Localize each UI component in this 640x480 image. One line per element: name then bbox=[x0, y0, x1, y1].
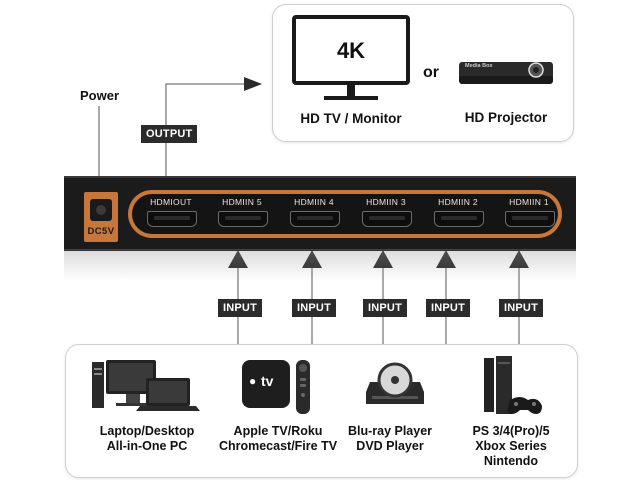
apple-tv-logo-text: tv bbox=[261, 373, 274, 389]
apple-tv-remote-icon bbox=[242, 360, 310, 414]
port-label: HDMIIN 2 bbox=[438, 197, 478, 207]
hdmi-port-out[interactable]: HDMIOUT bbox=[140, 194, 202, 234]
source-line: Laptop/Desktop bbox=[99, 424, 195, 438]
source-console-label: PS 3/4(Pro)/5 Xbox Series Nintendo bbox=[456, 424, 566, 469]
hdmi-socket-icon bbox=[147, 211, 197, 227]
source-laptop-label: Laptop/Desktop All-in-One PC bbox=[72, 424, 222, 454]
power-label: Power bbox=[80, 88, 120, 103]
input-tag-3: INPUT bbox=[363, 299, 407, 317]
laptop-desktop-icon bbox=[92, 360, 200, 411]
port-label: HDMIIN 3 bbox=[366, 197, 406, 207]
projector-brand-text: Media Box bbox=[465, 63, 493, 69]
hdmi-switch-device: DC5V HDMIOUT HDMIIN 5 HDMIIN 4 HDMIIN 3 … bbox=[64, 176, 576, 251]
game-console-icon bbox=[484, 356, 542, 414]
source-line: DVD Player bbox=[356, 439, 424, 453]
port-label: HDMIIN 1 bbox=[509, 197, 549, 207]
hdmi-port-in-1[interactable]: HDMIIN 1 bbox=[498, 194, 560, 234]
hdmi-socket-icon bbox=[218, 211, 268, 227]
dc-jack-socket-icon bbox=[90, 199, 112, 221]
port-label: HDMIIN 4 bbox=[294, 197, 334, 207]
device-reflection bbox=[64, 249, 576, 281]
source-line: PS 3/4(Pro)/5 bbox=[472, 424, 550, 438]
hdmi-socket-icon bbox=[434, 211, 484, 227]
input-tag-5: INPUT bbox=[218, 299, 262, 317]
bluray-player-icon bbox=[366, 362, 424, 404]
hdmi-port-in-2[interactable]: HDMIIN 2 bbox=[427, 194, 489, 234]
source-line: Chromecast/Fire TV bbox=[218, 439, 338, 453]
input-tag-2: INPUT bbox=[426, 299, 470, 317]
output-tag: OUTPUT bbox=[141, 125, 198, 143]
tv-screen-4k-text: 4K bbox=[336, 38, 366, 63]
hdmi-socket-icon bbox=[505, 211, 555, 227]
port-label: HDMIIN 5 bbox=[222, 197, 262, 207]
hdmi-port-in-3[interactable]: HDMIIN 3 bbox=[355, 194, 417, 234]
dc5v-label: DC5V bbox=[87, 226, 115, 237]
source-line: Apple TV/Roku bbox=[233, 424, 323, 438]
port-label: HDMIOUT bbox=[150, 197, 192, 207]
input-tag-4: INPUT bbox=[292, 299, 336, 317]
hdmi-socket-icon bbox=[290, 211, 340, 227]
source-line: All-in-One PC bbox=[106, 439, 188, 453]
projector-label: HD Projector bbox=[464, 110, 548, 125]
or-text: or bbox=[423, 64, 439, 81]
hdmi-port-in-4[interactable]: HDMIIN 4 bbox=[283, 194, 345, 234]
hdmi-socket-icon bbox=[362, 211, 412, 227]
source-line: Blu-ray Player bbox=[347, 424, 433, 438]
tv-monitor-icon bbox=[292, 15, 410, 100]
tv-monitor-label: HD TV / Monitor bbox=[300, 111, 402, 126]
dc-power-jack: DC5V bbox=[84, 192, 118, 242]
source-bluray-label: Blu-ray Player DVD Player bbox=[340, 424, 440, 454]
source-line: Xbox Series bbox=[475, 439, 547, 453]
apple-logo-icon: ● bbox=[249, 374, 257, 388]
hdmi-port-panel: HDMIOUT HDMIIN 5 HDMIIN 4 HDMIIN 3 HDMII… bbox=[128, 190, 562, 238]
input-tag-1: INPUT bbox=[499, 299, 543, 317]
projector-icon bbox=[459, 62, 553, 84]
hdmi-port-in-5[interactable]: HDMIIN 5 bbox=[211, 194, 273, 234]
source-line: Nintendo bbox=[483, 454, 539, 468]
source-appletv-label: Apple TV/Roku Chromecast/Fire TV bbox=[208, 424, 348, 454]
